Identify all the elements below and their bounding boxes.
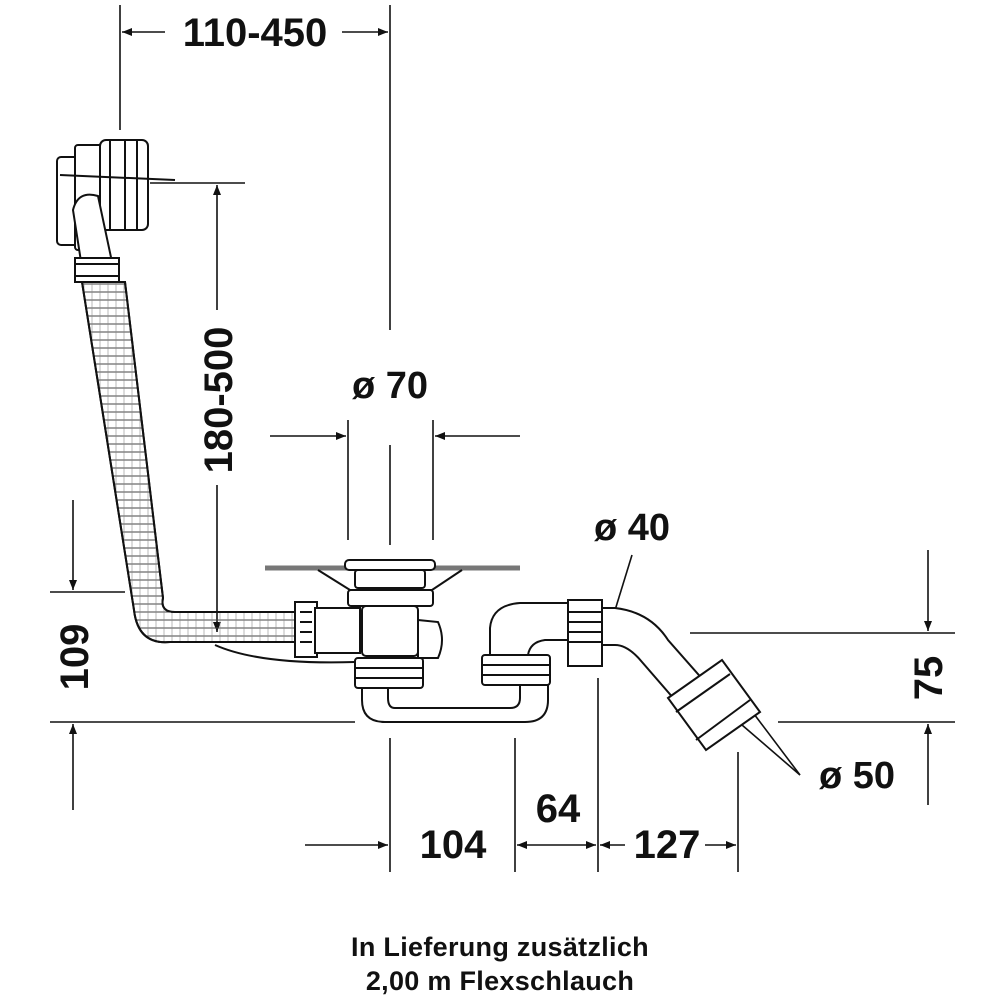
- dimension-arrows: [69, 28, 932, 849]
- dimension-overflow-offset: 110-450: [183, 11, 328, 55]
- trap: [361, 602, 576, 723]
- delivery-note-line-2: 2,00 m Flexschlauch: [365, 966, 635, 996]
- outlet-pipe: [567, 599, 762, 752]
- drain-body: [294, 559, 443, 689]
- delivery-note-line-1: In Lieferung zusätzlich: [351, 932, 649, 962]
- extension-lines: [50, 5, 955, 872]
- dimension-pipe-diameter: ø 50: [819, 755, 895, 797]
- delivery-note: In Lieferung zusätzlich 2,00 m Flexschla…: [0, 930, 1000, 998]
- dimension-overflow-height: 180-500: [197, 327, 241, 474]
- overflow-head: [56, 139, 176, 270]
- dimension-outlet-offset: 64: [536, 787, 581, 831]
- dimension-trap-width: 104: [420, 823, 487, 867]
- dimension-trap-height: 109: [53, 624, 97, 691]
- dimension-outlet-height: 75: [907, 656, 951, 701]
- dimension-pipe-offset: 127: [634, 823, 701, 867]
- dimension-outlet-diameter: ø 40: [594, 507, 670, 549]
- dimension-drain-diameter: ø 70: [352, 365, 428, 407]
